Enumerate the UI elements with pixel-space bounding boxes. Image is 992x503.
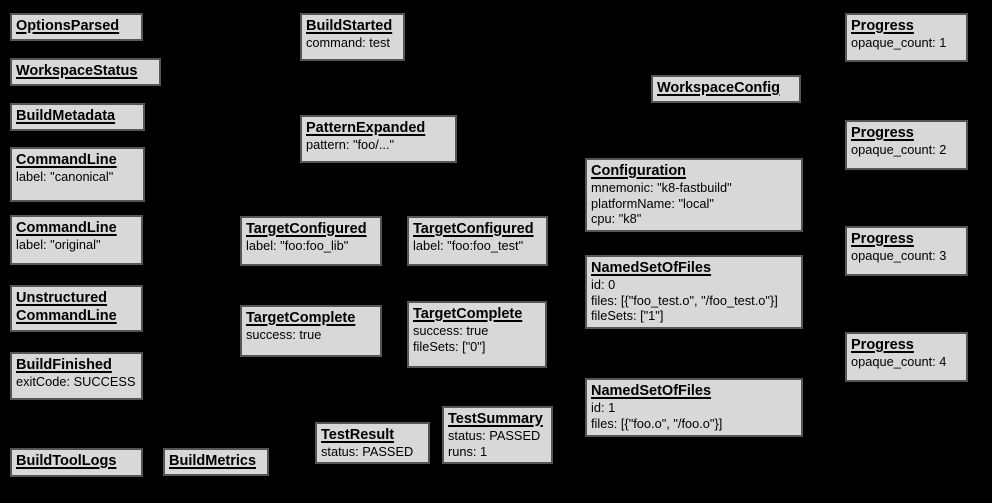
node-field: opaque_count: 2 [851, 142, 947, 157]
node-title: TargetComplete [413, 306, 523, 322]
node-field: fileSets: ["0"] [413, 338, 486, 354]
node-title: PatternExpanded [306, 120, 426, 136]
node-title: NamedSetOfFiles [591, 260, 712, 276]
node-field: pattern: "foo/..." [306, 137, 395, 152]
node-title: CommandLine [16, 152, 117, 168]
node-workspace-config: WorkspaceConfig [651, 75, 801, 103]
node-field: status: PASSED [321, 444, 414, 459]
node-options-parsed: OptionsParsed [10, 13, 143, 41]
node-title: TestSummary [448, 411, 543, 427]
node-title: Progress [851, 231, 914, 247]
node-field: id: 0 [591, 277, 616, 292]
node-title: BuildStarted [306, 18, 393, 34]
node-field: id: 1 [591, 400, 616, 415]
node-field: success: true [413, 323, 489, 338]
node-title: TestResult [321, 427, 395, 443]
node-field: mnemonic: "k8-fastbuild" [591, 180, 732, 195]
node-title: TargetComplete [246, 310, 356, 326]
node-field: command: test [306, 35, 390, 50]
node-field: success: true [246, 327, 322, 342]
node-title: WorkspaceStatus [16, 63, 138, 79]
node-build-metadata: BuildMetadata [10, 103, 145, 131]
node-title: Configuration [591, 163, 687, 179]
node-title: NamedSetOfFiles [591, 383, 712, 399]
node-field: opaque_count: 3 [851, 248, 947, 263]
node-title: TargetConfigured [246, 221, 367, 237]
node-field: opaque_count: 1 [851, 35, 947, 50]
node-field: exitCode: SUCCESS [16, 374, 136, 389]
node-title: Progress [851, 125, 914, 141]
node-field: runs: 1 [448, 443, 488, 459]
node-title: TargetConfigured [413, 221, 534, 237]
node-field: status: PASSED [448, 428, 541, 443]
node-field: label: "original" [16, 237, 101, 252]
node-field: files: [{"foo_test.o", "/foo_test.o"}] [591, 292, 778, 308]
node-title: Progress [851, 337, 914, 353]
node-title: BuildMetadata [16, 108, 116, 124]
node-field: label: "canonical" [16, 169, 114, 184]
node-field: label: "foo:foo_test" [413, 238, 524, 253]
node-field: fileSets: ["1"] [591, 308, 664, 323]
node-title: BuildMetrics [169, 453, 257, 469]
node-title: OptionsParsed [16, 18, 120, 34]
node-title: BuildToolLogs [16, 453, 117, 469]
node-build-metrics: BuildMetrics [163, 448, 269, 476]
node-field: platformName: "local" [591, 195, 714, 211]
node-title: WorkspaceConfig [657, 80, 781, 96]
node-title: CommandLine [16, 308, 117, 324]
node-field: label: "foo:foo_lib" [246, 238, 349, 253]
node-workspace-status: WorkspaceStatus [10, 58, 161, 86]
node-title: Unstructured [16, 290, 108, 306]
node-field: opaque_count: 4 [851, 354, 947, 369]
node-title: BuildFinished [16, 357, 112, 373]
node-build-tool-logs: BuildToolLogs [10, 448, 143, 477]
node-field: cpu: "k8" [591, 211, 642, 226]
node-field: files: [{"foo.o", "/foo.o"}] [591, 415, 723, 431]
node-title: CommandLine [16, 220, 117, 236]
node-title: Progress [851, 18, 914, 34]
